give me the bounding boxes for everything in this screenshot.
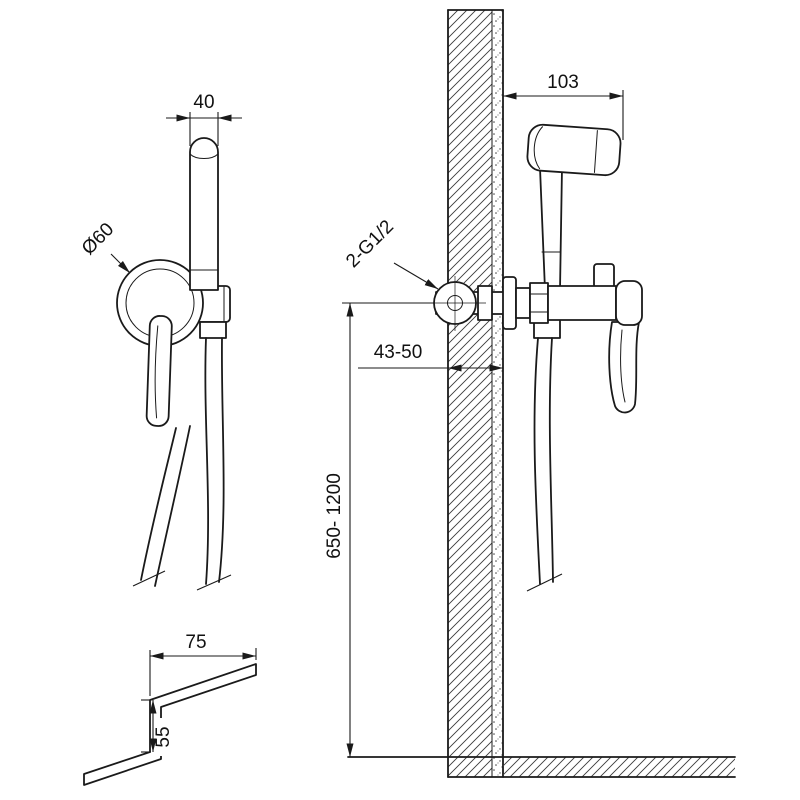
hose-line bbox=[154, 425, 191, 587]
lever-front bbox=[145, 315, 173, 427]
sprayer-head-cap-line bbox=[593, 130, 598, 173]
mixer-side bbox=[428, 123, 643, 592]
lever-side bbox=[608, 321, 640, 414]
lever-inner-line bbox=[620, 329, 626, 403]
floor-hatch bbox=[503, 757, 735, 777]
thread-callout: 2-G1/2 bbox=[342, 216, 439, 290]
bracket-detail: 75 55 bbox=[83, 632, 257, 786]
body-hex-nut bbox=[529, 282, 549, 324]
dim-40-label: 40 bbox=[193, 92, 214, 113]
mixer-body-side bbox=[547, 285, 617, 321]
dimension-40: 40 bbox=[166, 92, 242, 146]
lever-front-body bbox=[145, 315, 173, 427]
front-view: 40 Ø60 bbox=[78, 92, 242, 591]
hose-nut-front bbox=[199, 321, 227, 339]
dimension-103: 103 bbox=[503, 72, 624, 140]
shower-hose-side bbox=[533, 337, 541, 585]
hose-break-mark bbox=[196, 574, 232, 591]
lever-inner-line bbox=[154, 325, 159, 419]
thread-label: 2-G1/2 bbox=[342, 216, 398, 272]
sprayer-handle-front bbox=[189, 137, 219, 291]
sprayer-nozzle-face bbox=[533, 126, 544, 170]
sprayer-cap-seam bbox=[189, 153, 219, 159]
diameter-callout: Ø60 bbox=[78, 219, 131, 274]
sprayer-handle-side bbox=[539, 167, 563, 291]
label-mask bbox=[156, 718, 180, 756]
dimension-55: 55 bbox=[141, 699, 180, 756]
shower-hose-side bbox=[548, 337, 554, 583]
sprayer-head-body bbox=[526, 123, 622, 177]
dim-43-50-label: 43-50 bbox=[374, 342, 423, 363]
wall-plaster-layer bbox=[492, 10, 503, 777]
dimension-height: 650- 1200 bbox=[324, 302, 434, 757]
wall-section bbox=[447, 9, 504, 778]
height-range-label: 650- 1200 bbox=[324, 473, 345, 559]
dimension-43-50: 43-50 bbox=[358, 342, 503, 372]
leader-line bbox=[110, 253, 131, 274]
stop-knob bbox=[593, 263, 615, 289]
dimension-75: 75 bbox=[149, 632, 257, 696]
cartridge-housing bbox=[615, 280, 643, 326]
hose-line bbox=[140, 427, 177, 581]
escutcheon-side bbox=[502, 276, 517, 330]
floor-section bbox=[347, 756, 736, 778]
dia-60-label: Ø60 bbox=[78, 219, 118, 259]
side-view: 103 2-G1/2 43-50 650- 1200 bbox=[324, 9, 736, 778]
body-connector bbox=[515, 287, 531, 319]
leader-line bbox=[393, 262, 439, 290]
sprayer-head-side bbox=[526, 123, 622, 177]
dim-55-label: 55 bbox=[153, 726, 174, 747]
shower-hose-front bbox=[132, 337, 232, 591]
dim-75-label: 75 bbox=[185, 632, 206, 653]
hose-break-mark bbox=[526, 573, 563, 592]
wall-hatch bbox=[448, 10, 492, 777]
hose-break-mark bbox=[132, 570, 166, 587]
dim-103-label: 103 bbox=[547, 72, 579, 93]
hose-line bbox=[218, 337, 225, 583]
hose-line bbox=[204, 337, 210, 585]
